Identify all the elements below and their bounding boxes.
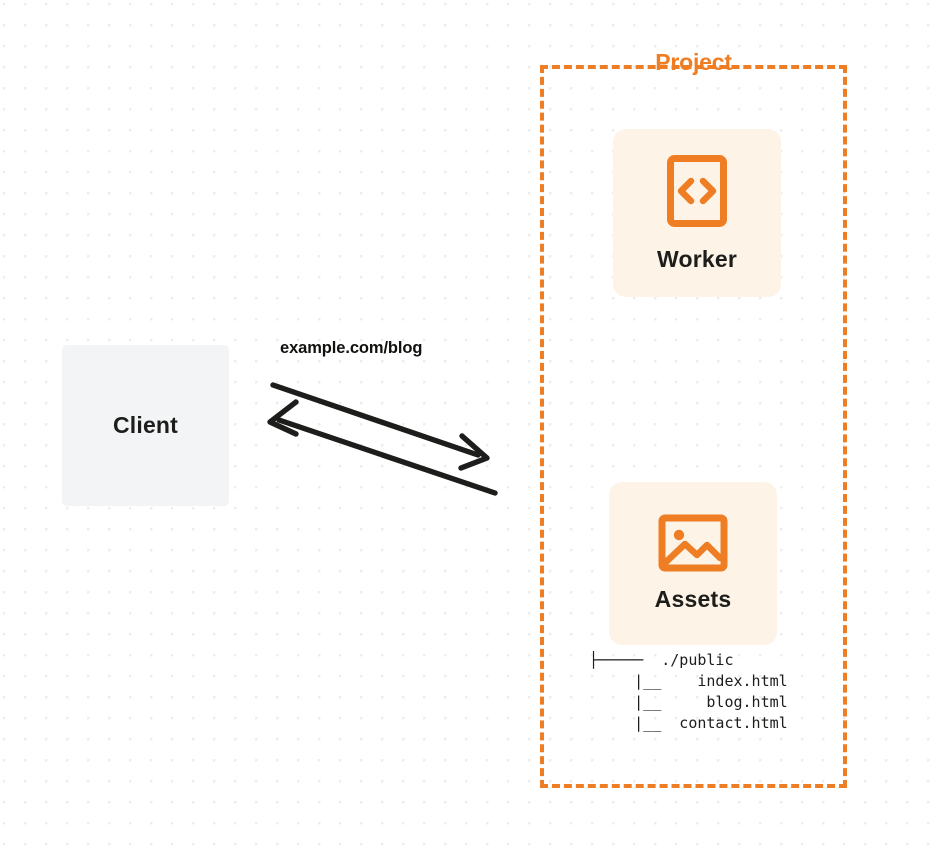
client-label: Client [112, 412, 179, 438]
worker-card[interactable]: Worker [613, 129, 781, 297]
assets-card[interactable]: Assets [609, 482, 777, 645]
assets-label: Assets [654, 586, 732, 612]
request-arrow-icon [270, 382, 490, 471]
assets-file-tree: ├───── ./public |__ index.html |__ blog.… [589, 651, 788, 732]
code-brackets-icon [666, 154, 728, 228]
response-arrow-icon [267, 399, 498, 496]
request-url-label: example.com/blog [280, 339, 423, 357]
worker-label: Worker [656, 245, 738, 272]
client-node[interactable]: Client [62, 345, 229, 506]
project-container: Project [540, 51, 847, 788]
image-icon [658, 514, 728, 572]
project-title: Project [655, 49, 732, 75]
